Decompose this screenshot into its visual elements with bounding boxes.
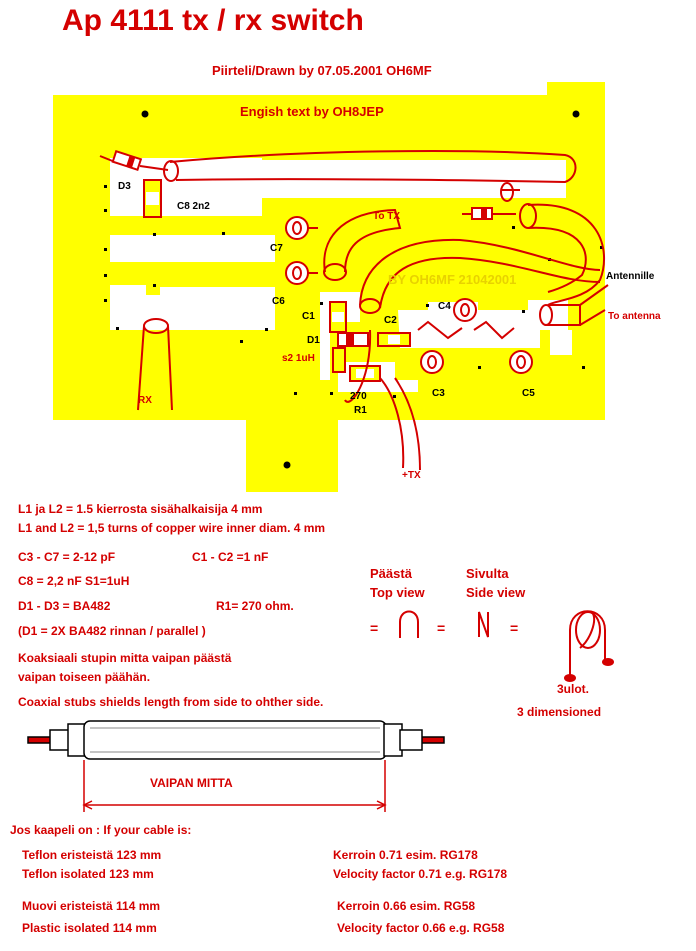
note-c1-c2: C1 - C2 =1 nF — [192, 550, 269, 564]
label-c6: C6 — [272, 296, 285, 307]
equals-1: = — [370, 620, 379, 636]
note-coax-en: Coaxial stubs shields length from side t… — [18, 695, 324, 709]
view-top-en: Top view — [370, 585, 425, 600]
note-coil-fi: L1 ja L2 = 1.5 kierrosta sisähalkaisija … — [18, 502, 263, 516]
coax-stub-long — [163, 149, 577, 202]
english-by: Engish text by OH8JEP — [240, 104, 384, 119]
table-row-1-left: Teflon eristeistä 123 mm — [22, 848, 162, 862]
page-title: Ap 4111 tx / rx switch — [62, 4, 364, 37]
note-coil-en: L1 and L2 = 1,5 turns of copper wire inn… — [18, 521, 326, 535]
choke-s2 — [332, 347, 346, 373]
capacitor-c2 — [377, 332, 411, 347]
note-c8-s1: C8 = 2,2 nF S1=1uH — [18, 574, 130, 588]
note-d1-parallel: (D1 = 2X BA482 rinnan / parallel ) — [18, 624, 206, 638]
table-header: Jos kaapeli on : If your cable is: — [10, 823, 192, 837]
label-s2: s2 1uH — [282, 353, 315, 364]
label-c8: C8 2n2 — [177, 201, 210, 212]
note-diodes: D1 - D3 = BA482 — [18, 599, 111, 613]
coil-l2 — [473, 320, 515, 340]
coax-stub-right — [359, 203, 606, 314]
drawn-by: Piirteli/Drawn by 07.05.2001 OH6MF — [212, 63, 432, 78]
diode-d1 — [337, 332, 369, 347]
wires — [344, 284, 609, 471]
table-row-4-left: Plastic isolated 114 mm — [22, 921, 157, 935]
trimmer-c5 — [509, 350, 533, 374]
table-row-1-right: Kerroin 0.71 esim. RG178 — [333, 848, 478, 862]
table-row-2-right: Velocity factor 0.71 e.g. RG178 — [333, 867, 508, 881]
label-c7: C7 — [270, 243, 283, 254]
coil-l1 — [417, 320, 463, 340]
note-coax-fi-2: vaipan toiseen päähän. — [18, 670, 151, 684]
note-c3-c7: C3 - C7 = 2-12 pF — [18, 550, 116, 564]
label-c3: C3 — [432, 388, 445, 399]
label-tx-plus: +TX — [402, 470, 421, 481]
label-c5: C5 — [522, 388, 535, 399]
label-r270: 270 — [350, 391, 367, 402]
label-c1: C1 — [302, 311, 315, 322]
trimmer-c7 — [285, 216, 318, 240]
label-to-antenna: To antenna — [608, 311, 661, 322]
view-side-en: Side view — [466, 585, 526, 600]
trimmer-c4 — [453, 298, 477, 322]
coax-antenna — [539, 304, 581, 326]
label-r1: R1 — [354, 405, 367, 416]
view-top-fi: Päästä — [370, 566, 412, 581]
table-row-4-right: Velocity factor 0.66 e.g. RG58 — [337, 921, 505, 935]
label-d3: D3 — [118, 181, 131, 192]
equals-3: = — [510, 620, 519, 636]
cable-length-label: VAIPAN MITTA — [150, 776, 233, 790]
table-row-3-left: Muovi eristeistä 114 mm — [22, 899, 161, 913]
three-d-en: 3 dimensioned — [517, 705, 602, 719]
trimmer-c6 — [285, 261, 318, 285]
table-row-2-left: Teflon isolated 123 mm — [22, 867, 154, 881]
table-row-3-right: Kerroin 0.66 esim. RG58 — [337, 899, 476, 913]
note-coax-fi-1: Koaksiaali stupin mitta vaipan päästä — [18, 651, 232, 665]
note-r1: R1= 270 ohm. — [216, 599, 294, 613]
three-d-fi: 3ulot. — [557, 682, 589, 696]
label-to-tx: To TX — [373, 211, 401, 222]
trimmer-c3 — [420, 350, 444, 374]
label-rx: RX — [138, 395, 152, 406]
label-d1: D1 — [307, 335, 320, 346]
view-side-fi: Sivulta — [466, 566, 509, 581]
label-antennille: Antennille — [606, 271, 655, 282]
board-watermark: BY OH6MF 21042001 — [388, 272, 517, 287]
coax-rx — [137, 318, 173, 411]
capacitor-c8 — [143, 179, 162, 218]
label-c2: C2 — [384, 315, 397, 326]
coax-stub-tx — [323, 208, 402, 281]
equals-2: = — [437, 620, 446, 636]
mounting-hole — [283, 461, 291, 469]
mounting-hole — [572, 110, 580, 118]
diode-d3 — [99, 149, 169, 171]
pcb-vias — [104, 185, 603, 398]
capacitor-c1 — [329, 301, 347, 333]
label-c4: C4 — [438, 301, 451, 312]
diode-d2 — [462, 207, 516, 220]
mounting-hole — [141, 110, 149, 118]
